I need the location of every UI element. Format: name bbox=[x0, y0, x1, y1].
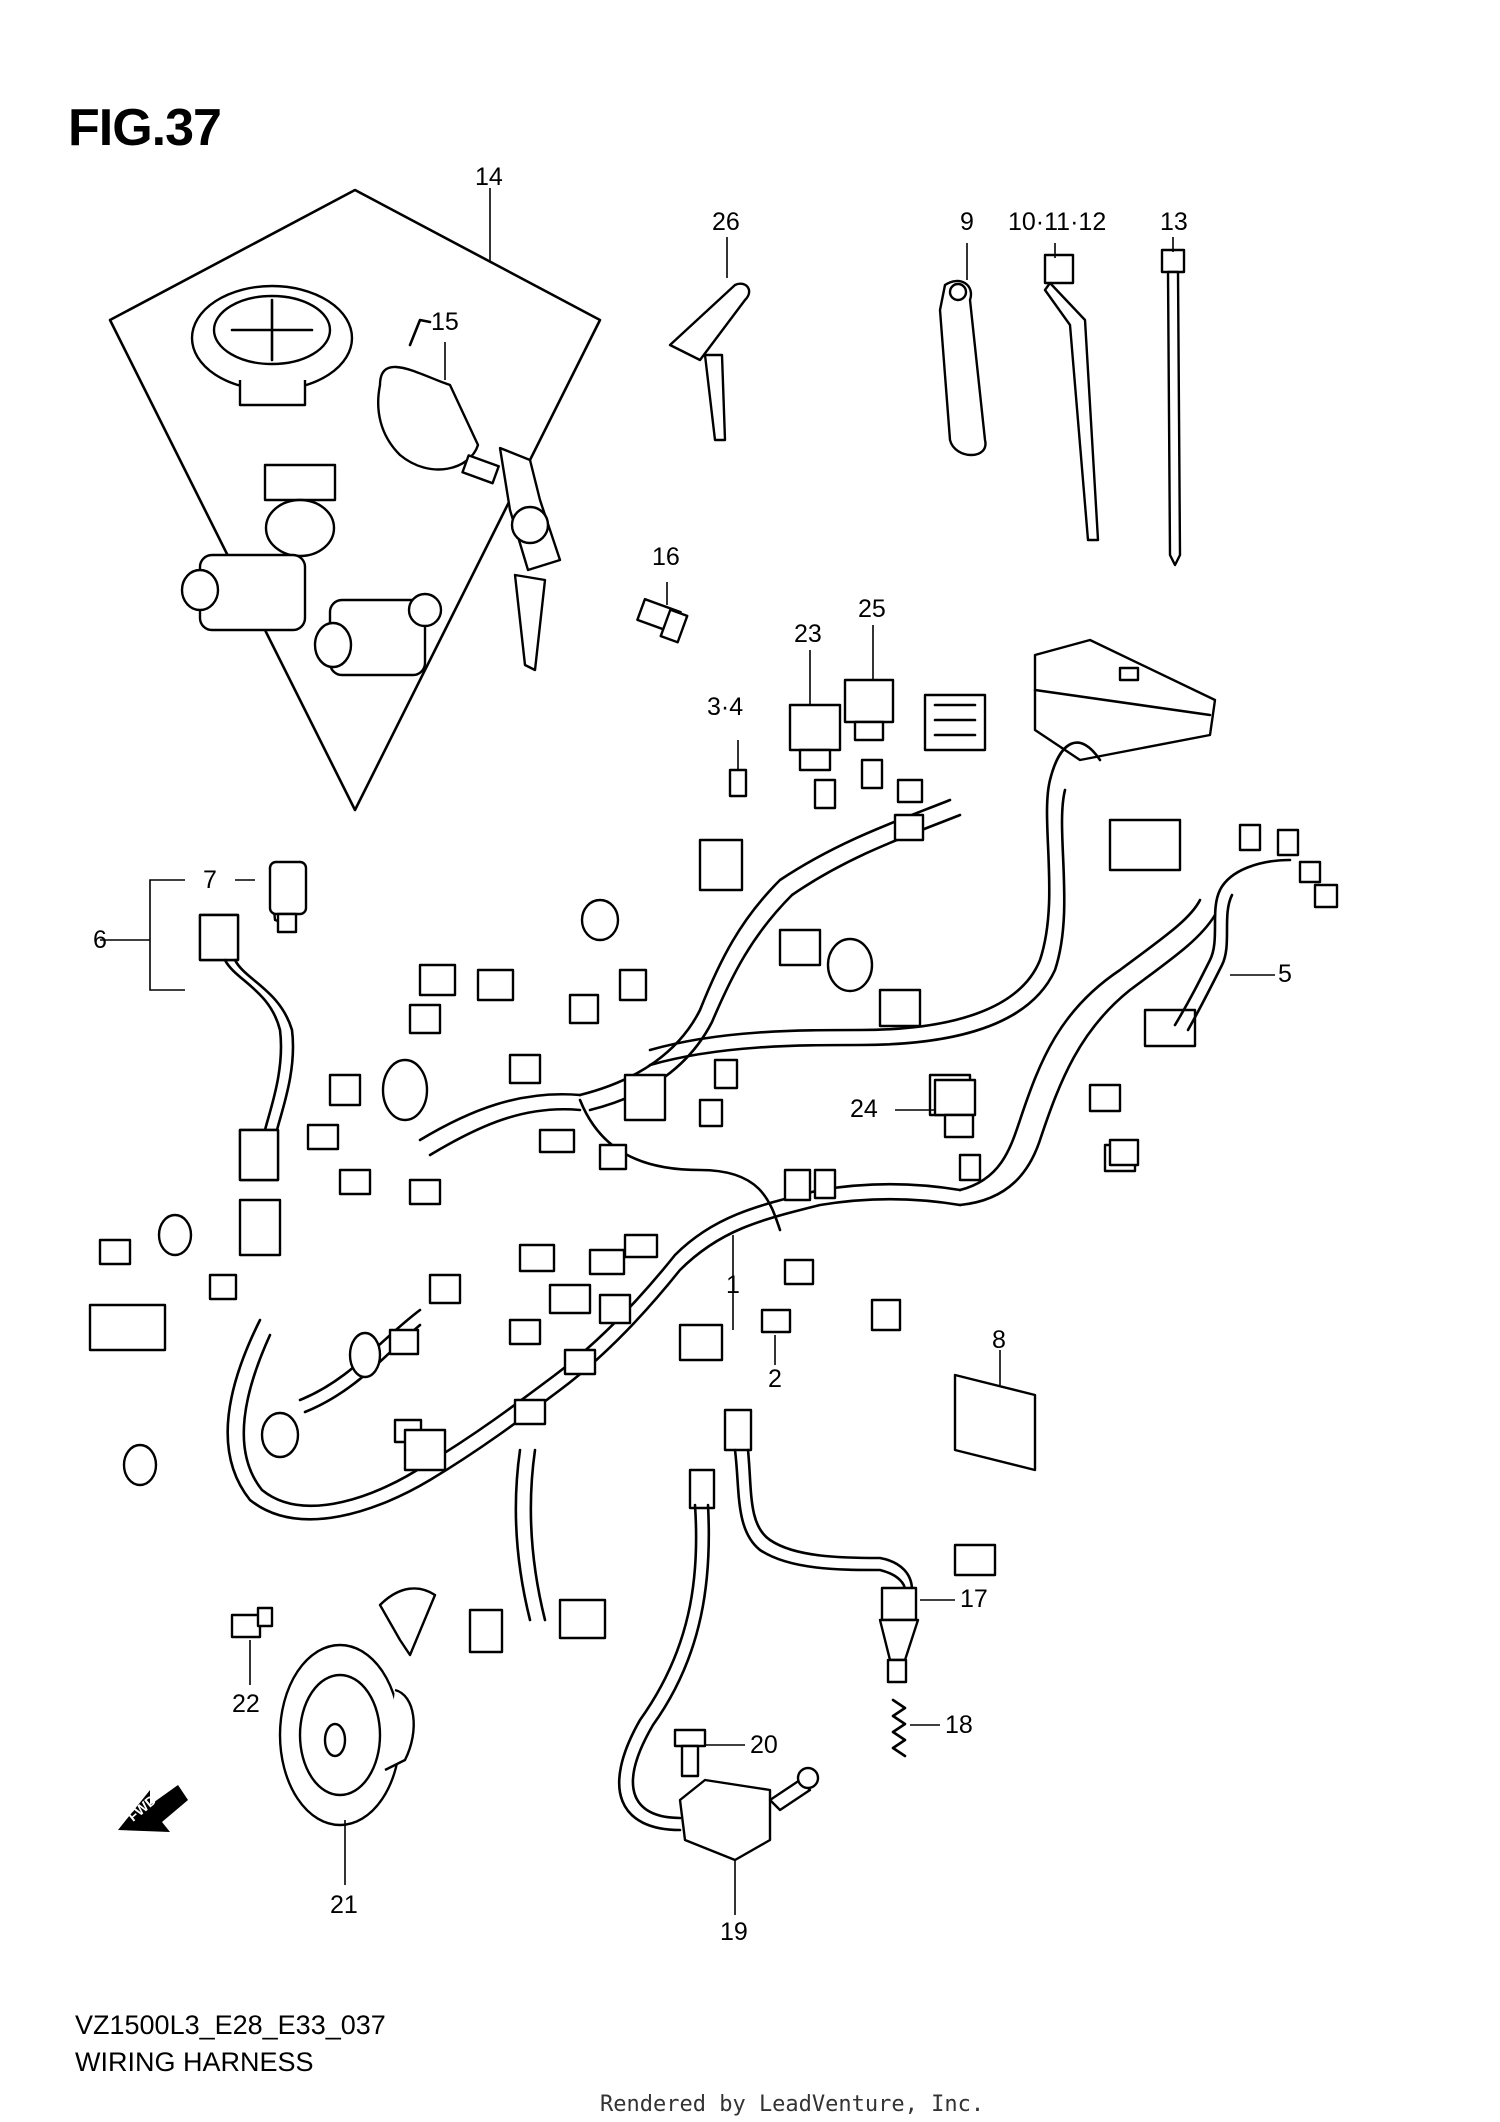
callout-1: 1 bbox=[726, 1271, 740, 1299]
callout-19: 19 bbox=[720, 1918, 748, 1946]
bolt-20 bbox=[673, 1728, 707, 1778]
clamp-9 bbox=[938, 279, 987, 457]
callout-16: 16 bbox=[652, 543, 680, 571]
seat-lock-assembly bbox=[180, 463, 443, 677]
callout-15: 15 bbox=[431, 308, 459, 336]
callout-5: 5 bbox=[1278, 960, 1292, 988]
callout-14: 14 bbox=[475, 163, 503, 191]
callout-10-11-12: 10·11·12 bbox=[1008, 208, 1107, 236]
callout-21: 21 bbox=[330, 1891, 358, 1919]
bolt-22 bbox=[230, 1606, 274, 1639]
callout-24: 24 bbox=[850, 1095, 878, 1123]
callout-3-4: 3·4 bbox=[707, 693, 744, 721]
render-credit: Rendered by LeadVenture, Inc. bbox=[600, 2092, 985, 2117]
callout-17: 17 bbox=[960, 1585, 988, 1613]
callout-13: 13 bbox=[1160, 208, 1188, 236]
callout-7: 7 bbox=[203, 866, 217, 894]
callout-6: 6 bbox=[93, 926, 107, 954]
forward-arrow-icon bbox=[118, 1785, 188, 1832]
spring-18 bbox=[891, 1698, 907, 1758]
diagram-name: WIRING HARNESS bbox=[75, 2047, 314, 2077]
relay-23 bbox=[788, 703, 842, 772]
fuse-box-connector bbox=[923, 693, 987, 752]
side-stand-switch-17 bbox=[733, 1448, 920, 1684]
bolt-16 bbox=[636, 597, 689, 644]
relay-24 bbox=[933, 1078, 977, 1139]
callout-22: 22 bbox=[232, 1690, 260, 1718]
ignition-switch bbox=[377, 318, 562, 672]
fuse-3-4 bbox=[728, 768, 748, 798]
horn-21 bbox=[278, 1587, 437, 1827]
ignition-switch-set-box bbox=[108, 188, 602, 812]
callout-26: 26 bbox=[712, 208, 740, 236]
diagram-code: VZ1500L3_E28_E33_037 bbox=[75, 2010, 386, 2040]
figure-title: FIG.37 bbox=[68, 99, 222, 157]
neutral-switch-19 bbox=[617, 1503, 820, 1862]
label-plate-8 bbox=[953, 1373, 1037, 1472]
leader-lines bbox=[235, 237, 1275, 1915]
callout-23: 23 bbox=[794, 620, 822, 648]
connector-7 bbox=[268, 860, 308, 934]
callout-8: 8 bbox=[992, 1326, 1006, 1354]
callout-2: 2 bbox=[768, 1365, 782, 1393]
ecm-connector bbox=[1033, 638, 1217, 762]
connector-2 bbox=[760, 1308, 792, 1334]
main-wiring-harness bbox=[226, 741, 1217, 1622]
callout-25: 25 bbox=[858, 595, 886, 623]
harness-connectors bbox=[88, 758, 1339, 1654]
steering-lock-cap bbox=[190, 284, 354, 407]
bracket-6 bbox=[100, 879, 185, 991]
clamp-10-11-12 bbox=[1043, 253, 1100, 542]
sub-harness-5 bbox=[1173, 858, 1292, 1032]
key-blank bbox=[668, 282, 751, 442]
callout-9: 9 bbox=[960, 208, 974, 236]
callout-18: 18 bbox=[945, 1711, 973, 1739]
callout-20: 20 bbox=[750, 1731, 778, 1759]
sub-harness-6 bbox=[198, 913, 295, 1182]
relay-25 bbox=[843, 678, 895, 742]
cable-tie-13 bbox=[1160, 248, 1186, 567]
